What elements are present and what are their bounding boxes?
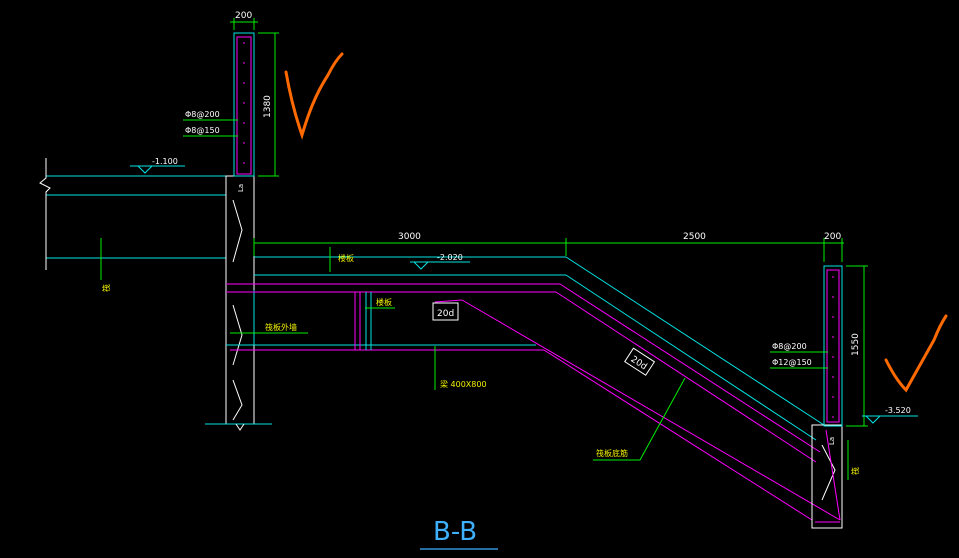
stair-rebar-magenta [226, 283, 841, 521]
anchor-box-1 [432, 302, 459, 321]
level-marker-right [862, 415, 918, 424]
left-ground-tick [235, 423, 245, 431]
level-right-bottom: -3.520 [885, 406, 911, 415]
level-mid: -2.020 [437, 253, 463, 262]
right-parapet [823, 265, 843, 427]
side-mark-right: 筏 [850, 467, 860, 475]
slab-label: 楼板 [338, 253, 354, 263]
dim-span-3000: 3000 [398, 232, 421, 242]
rebar-callout-right [770, 351, 828, 369]
check-mark-right [884, 314, 948, 393]
diag-leader [593, 377, 686, 461]
dim-top-span [253, 238, 844, 262]
dim-left-height [258, 32, 279, 177]
dim-top-left [230, 18, 258, 30]
dim-right-width: 200 [824, 232, 841, 242]
rebar-right-1: Φ8@200 [772, 342, 807, 351]
la-right: La [828, 437, 836, 445]
section-title: B-B [433, 517, 477, 547]
level-marker-left [130, 165, 185, 174]
dim-top-width: 200 [235, 11, 252, 21]
dim-span-2500: 2500 [683, 232, 706, 242]
anchor-box-2 [624, 347, 656, 376]
left-slab [39, 158, 226, 270]
rebar-left-2: Φ8@150 [185, 126, 220, 135]
mid-label: 楼板 [376, 297, 392, 307]
check-mark-left [284, 52, 344, 140]
left-foundation-column [225, 175, 255, 425]
anchor-20d-2: 20d [629, 355, 649, 373]
level-left-top: -1.100 [152, 157, 178, 166]
left-parapet [233, 32, 255, 177]
level-marker-mid [410, 261, 470, 270]
stair-outline-cyan [226, 256, 825, 441]
dim-right-height-label: 1550 [851, 333, 861, 356]
diag-label: 筏板底筋 [596, 448, 628, 458]
rebar-callout-left [183, 119, 238, 137]
right-foundation-column [811, 424, 843, 529]
side-mark-left: 筏 [101, 284, 111, 292]
dim-left-height-label: 1380 [263, 95, 273, 118]
left-wall-label: 筏板外墙 [265, 322, 297, 332]
dim-right-height [846, 265, 868, 427]
rebar-right-2: Φ12@150 [772, 358, 812, 367]
rebar-left-1: Φ8@200 [185, 110, 220, 119]
anchor-20d-1: 20d [437, 309, 454, 319]
right-side-line [825, 429, 841, 521]
beam-label: 梁 400X800 [440, 380, 487, 389]
beam-verticals [354, 292, 372, 350]
la-left: La [237, 184, 245, 192]
